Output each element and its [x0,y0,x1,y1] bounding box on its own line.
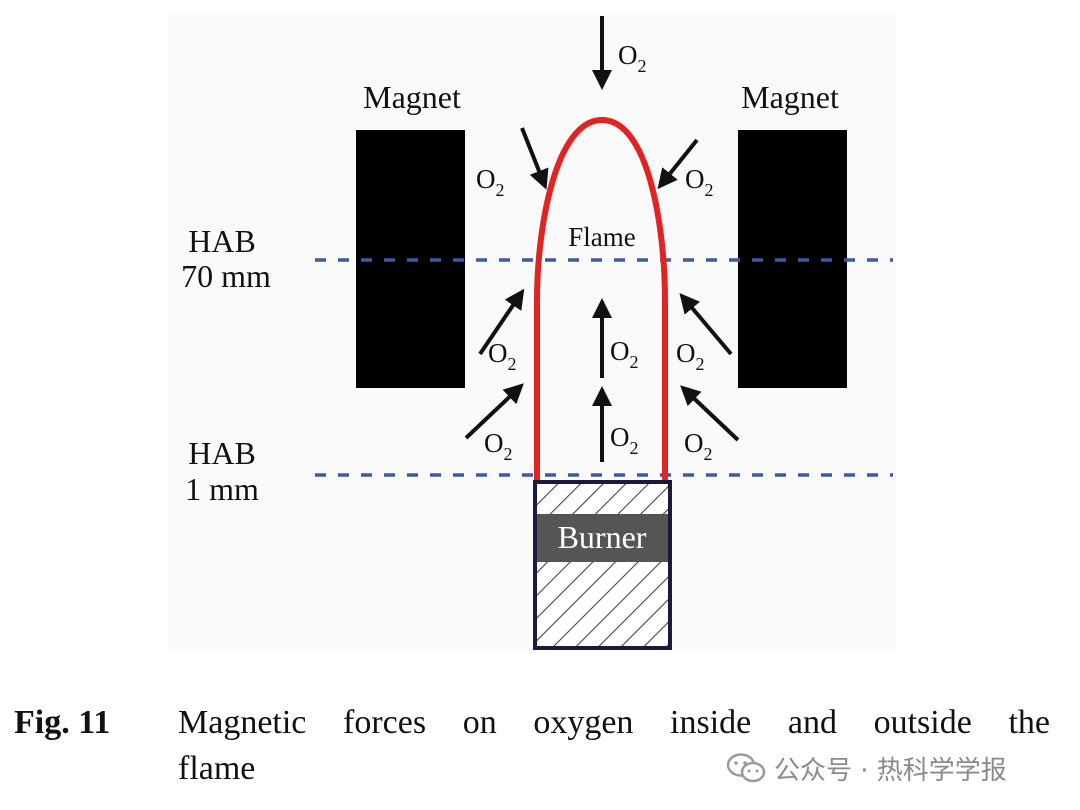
caption-text-line1: Magnetic forces on oxygen inside and out… [178,704,1050,741]
o2-label-center-upper: O2 [610,336,639,372]
wechat-icon [726,753,766,783]
hab-bottom-label-line2: 1 mm [185,471,259,507]
figure-caption: Fig. 11 Magnetic forces on oxygen inside… [14,700,1050,792]
o2-label-upper-right: O2 [685,164,714,200]
burner-label: Burner [558,519,647,555]
flame-outline [534,117,668,480]
o2-arrow-mid-right [679,292,733,356]
watermark-text: 公众号 · 热科学学报 [774,755,1007,786]
o2-arrow-upper-right [657,138,699,190]
hab-bottom-label-line1: HAB [188,435,256,471]
o2-label-mid-left: O2 [488,338,517,374]
hab-top-label-line1: HAB [188,223,256,259]
flame-label: Flame [568,222,636,252]
burner: Burner [533,480,672,650]
o2-label-lower-right: O2 [684,428,713,464]
magnet-left-label: Magnet [363,79,461,115]
magnet-right-label: Magnet [741,79,839,115]
o2-label-lower-left: O2 [484,428,513,464]
caption-text-line2: flame [178,750,256,787]
o2-arrow-lower-left [464,383,524,440]
o2-arrow-upper-left [520,127,549,190]
o2-label-center-lower: O2 [610,422,639,458]
o2-label-upper-left: O2 [476,164,505,200]
o2-arrow-mid-left [478,288,525,356]
o2-label-top: O2 [618,40,647,76]
hab-top-label-line2: 70 mm [181,258,271,294]
o2-label-mid-right: O2 [676,338,705,374]
wechat-watermark: 公众号 · 热科学学报 [724,746,1013,790]
o2-arrow-lower-right [680,385,740,442]
figure-number: Fig. 11 [14,704,111,741]
magnetic-forces-diagram: Magnet Magnet HAB 70 mm HAB 1 mm Flame B… [181,16,893,650]
